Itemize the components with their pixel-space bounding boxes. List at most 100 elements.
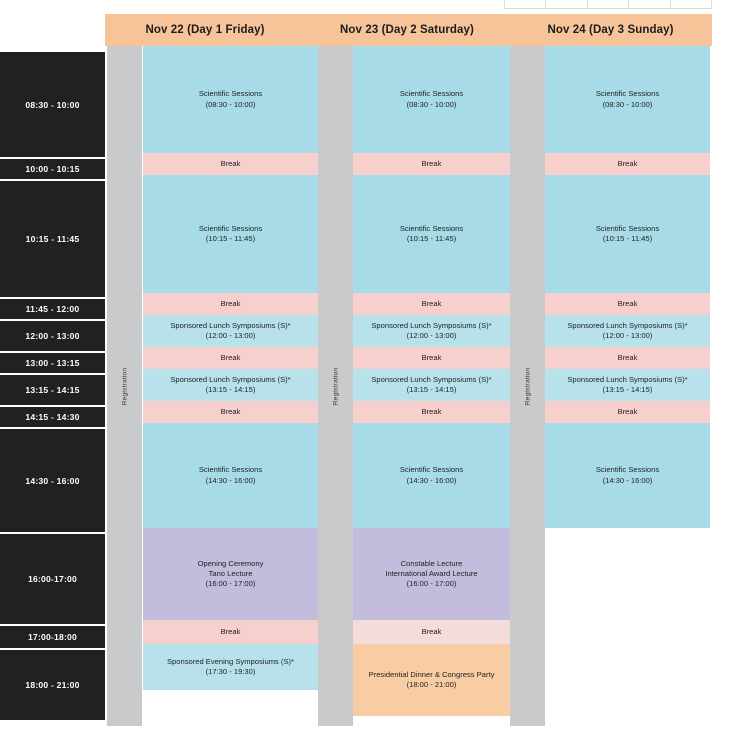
slot-title: Scientific Sessions: [399, 89, 464, 99]
schedule-slot[interactable]: Break: [353, 347, 510, 369]
slot-title: Break: [220, 406, 241, 416]
registration-strip-day-3: Registration: [510, 46, 545, 726]
schedule-slot[interactable]: Sponsored Lunch Symposiums (S)*(12:00 - …: [353, 315, 510, 347]
schedule-slot[interactable]: Scientific Sessions(10:15 - 11:45): [353, 175, 510, 293]
slot-time: (16:00 - 17:00): [205, 579, 256, 589]
time-slot-label: 10:00 - 10:15: [0, 159, 105, 181]
schedule-slot[interactable]: Sponsored Lunch Symposiums (S)*(13:15 - …: [545, 369, 710, 401]
slot-subtitle: International Award Lecture: [385, 568, 478, 578]
slot-title: Scientific Sessions: [399, 223, 464, 233]
schedule-slot[interactable]: Break: [143, 153, 318, 175]
slot-title: Break: [220, 158, 241, 168]
time-slot-label: 14:30 - 16:00: [0, 429, 105, 534]
schedule-slot[interactable]: Scientific Sessions(14:30 - 16:00): [353, 423, 510, 528]
schedule-slot[interactable]: Break: [545, 401, 710, 423]
slot-time: (12:00 - 13:00): [406, 331, 457, 340]
truncated-table-fragment: [504, 0, 712, 9]
schedule-slot[interactable]: Break: [545, 347, 710, 369]
time-slot-label: 12:00 - 13:00: [0, 321, 105, 353]
schedule-slot[interactable]: Presidential Dinner & Congress Party(18:…: [353, 644, 510, 716]
schedule-slot[interactable]: Break: [353, 293, 510, 315]
schedule-slot[interactable]: Break: [143, 620, 318, 644]
schedule-slot[interactable]: Scientific Sessions(08:30 - 10:00): [353, 46, 510, 153]
slot-time: (10:15 - 11:45): [406, 234, 457, 243]
day-header-nov-22: Nov 22 (Day 1 Friday): [145, 24, 265, 36]
schedule-slot[interactable]: Sponsored Evening Symposiums (S)*(17:30 …: [143, 644, 318, 690]
table-fragment-cell: [505, 0, 547, 8]
slot-time: (12:00 - 13:00): [205, 331, 256, 340]
schedule-slot[interactable]: Sponsored Lunch Symposiums (S)*(12:00 - …: [143, 315, 318, 347]
slot-time: (17:30 - 19:30): [205, 667, 256, 676]
slot-title: Presidential Dinner & Congress Party: [368, 669, 495, 679]
slot-time: (08:30 - 10:00): [205, 99, 256, 109]
table-fragment-cell: [546, 0, 588, 8]
slot-title: Scientific Sessions: [595, 223, 660, 233]
time-slot-label: 14:15 - 14:30: [0, 407, 105, 429]
slot-title: Sponsored Lunch Symposiums (S)*: [371, 374, 492, 384]
slot-title: Break: [421, 298, 442, 308]
slot-time: (08:30 - 10:00): [406, 99, 457, 109]
slot-time: (16:00 - 17:00): [406, 579, 457, 589]
slot-title: Scientific Sessions: [198, 465, 263, 475]
slot-title: Break: [617, 352, 638, 362]
slot-title: Break: [421, 626, 442, 636]
slot-title: Sponsored Evening Symposiums (S)*: [166, 656, 295, 666]
schedule-slot[interactable]: [545, 528, 710, 716]
schedule-slot[interactable]: Break: [353, 401, 510, 423]
registration-label: Registration: [121, 367, 128, 405]
schedule-slot[interactable]: Break: [545, 153, 710, 175]
schedule-slot[interactable]: Break: [143, 401, 318, 423]
slot-time: (14:30 - 16:00): [406, 475, 457, 485]
schedule-slot[interactable]: Sponsored Lunch Symposiums (S)*(13:15 - …: [143, 369, 318, 401]
schedule-slot[interactable]: Break: [545, 293, 710, 315]
schedule-slot[interactable]: Scientific Sessions(14:30 - 16:00): [545, 423, 710, 528]
time-slot-label: 08:30 - 10:00: [0, 52, 105, 159]
slot-time: (14:30 - 16:00): [205, 475, 256, 485]
schedule-slot[interactable]: Scientific Sessions(14:30 - 16:00): [143, 423, 318, 528]
schedule-slot[interactable]: Break: [353, 620, 510, 644]
registration-strip-day-1: Registration: [107, 46, 142, 726]
slot-title: Scientific Sessions: [198, 89, 263, 99]
slot-title: Sponsored Lunch Symposiums (S)*: [567, 320, 688, 330]
time-slot-label: 11:45 - 12:00: [0, 299, 105, 321]
schedule-slot[interactable]: Break: [353, 153, 510, 175]
schedule-slot[interactable]: Scientific Sessions(08:30 - 10:00): [545, 46, 710, 153]
schedule-slot[interactable]: Scientific Sessions(08:30 - 10:00): [143, 46, 318, 153]
slot-time: (08:30 - 10:00): [602, 99, 653, 109]
slot-title: Break: [220, 352, 241, 362]
day-header-row: Nov 22 (Day 1 Friday) Nov 23 (Day 2 Satu…: [105, 14, 712, 46]
schedule-slot[interactable]: Break: [143, 347, 318, 369]
schedule-slot[interactable]: Scientific Sessions(10:15 - 11:45): [545, 175, 710, 293]
slot-title: Sponsored Lunch Symposiums (S)*: [567, 374, 688, 384]
time-slot-label: 18:00 - 21:00: [0, 650, 105, 722]
schedule-slot[interactable]: Scientific Sessions(10:15 - 11:45): [143, 175, 318, 293]
day-header-nov-24: Nov 24 (Day 3 Sunday): [547, 24, 674, 36]
slot-subtitle: Tano Lecture: [208, 568, 253, 578]
slot-title: Constable Lecture: [400, 558, 463, 568]
slot-time: (13:15 - 14:15): [205, 385, 256, 394]
table-fragment-cell: [588, 0, 630, 8]
time-slot-label: 16:00-17:00: [0, 534, 105, 626]
schedule-slot[interactable]: Break: [143, 293, 318, 315]
slot-title: Sponsored Lunch Symposiums (S)*: [170, 374, 291, 384]
slot-time: (10:15 - 11:45): [602, 234, 653, 243]
schedule-slot[interactable]: [143, 690, 318, 716]
slot-time: (13:15 - 14:15): [406, 385, 457, 394]
time-slot-label: 13:15 - 14:15: [0, 375, 105, 407]
slot-title: Scientific Sessions: [399, 465, 464, 475]
slot-title: Break: [220, 626, 241, 636]
slot-time: (14:30 - 16:00): [602, 475, 653, 485]
slot-time: (12:00 - 13:00): [602, 331, 653, 340]
schedule-slot[interactable]: Sponsored Lunch Symposiums (S)*(12:00 - …: [545, 315, 710, 347]
registration-label: Registration: [332, 367, 339, 405]
slot-title: Break: [421, 406, 442, 416]
slot-time: (18:00 - 21:00): [406, 680, 457, 689]
slot-title: Scientific Sessions: [198, 223, 263, 233]
slot-title: Sponsored Lunch Symposiums (S)*: [371, 320, 492, 330]
registration-label: Registration: [524, 367, 531, 405]
schedule-slot[interactable]: Sponsored Lunch Symposiums (S)*(13:15 - …: [353, 369, 510, 401]
